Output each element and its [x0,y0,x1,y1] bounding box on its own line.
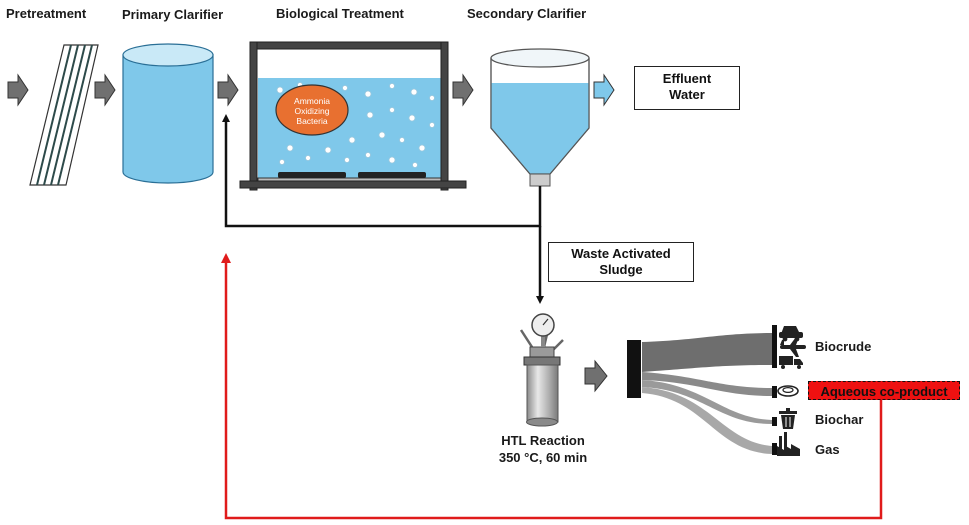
gas-flow [642,387,772,454]
biochar-flow [642,380,772,424]
bacteria-line-3: Bacteria [296,116,328,126]
effluent-water-box: Effluent Water [634,66,740,110]
bacteria-label: Ammonia Oxidizing Bacteria [284,96,340,126]
truck-icon [779,356,803,369]
aeration-basin [254,44,446,186]
effluent-line-2: Water [669,87,705,102]
aqueous-flow [642,372,772,396]
secondary-clarifier-label: Secondary Clarifier [467,6,587,21]
waste-activated-sludge-box: Waste Activated Sludge [548,242,694,282]
process-arrow [94,73,116,107]
pretreatment-label: Pretreatment [6,6,87,21]
airplane-icon [780,337,806,357]
gas-label: Gas [815,442,840,457]
aqueous-co-product-label: Aqueous co-product [808,381,960,400]
process-arrow [584,359,608,393]
sankey-flows [627,325,777,455]
biochar-label: Biochar [815,412,864,427]
effluent-line-1: Effluent [662,71,712,86]
sankey-source-bar [627,340,641,398]
trash-bin-icon [779,408,797,429]
bar-screen-icon [29,44,99,186]
factory-icon [777,432,800,456]
htl-reactor-icon [519,313,564,427]
return-sludge-line [222,114,542,228]
primary-clarifier-label: Primary Clarifier [122,7,224,22]
process-arrow [452,73,474,107]
biological-treatment-label: Biological Treatment [276,6,404,21]
htl-reaction-conditions: 350 °C, 60 min [498,450,588,465]
bacteria-blob [275,84,349,136]
htl-reaction-title: HTL Reaction [501,433,585,448]
bacteria-line-2: Oxidizing [294,106,330,116]
biocrude-flow [642,333,772,372]
aqueous-recycle-line [221,253,883,520]
dish-icon [777,385,799,397]
waste-sludge-line-2: Sludge [599,262,643,277]
secondary-clarifier-tank [490,48,590,187]
basin-frame [239,41,467,191]
biocrude-label: Biocrude [815,339,872,354]
process-arrow [217,73,239,107]
process-arrow [7,73,29,107]
bacteria-line-1: Ammonia [294,96,330,106]
primary-clarifier-tank [122,43,214,184]
car-icon [779,326,803,342]
effluent-arrow [593,73,615,107]
waste-sludge-line-1: Waste Activated [571,246,671,261]
